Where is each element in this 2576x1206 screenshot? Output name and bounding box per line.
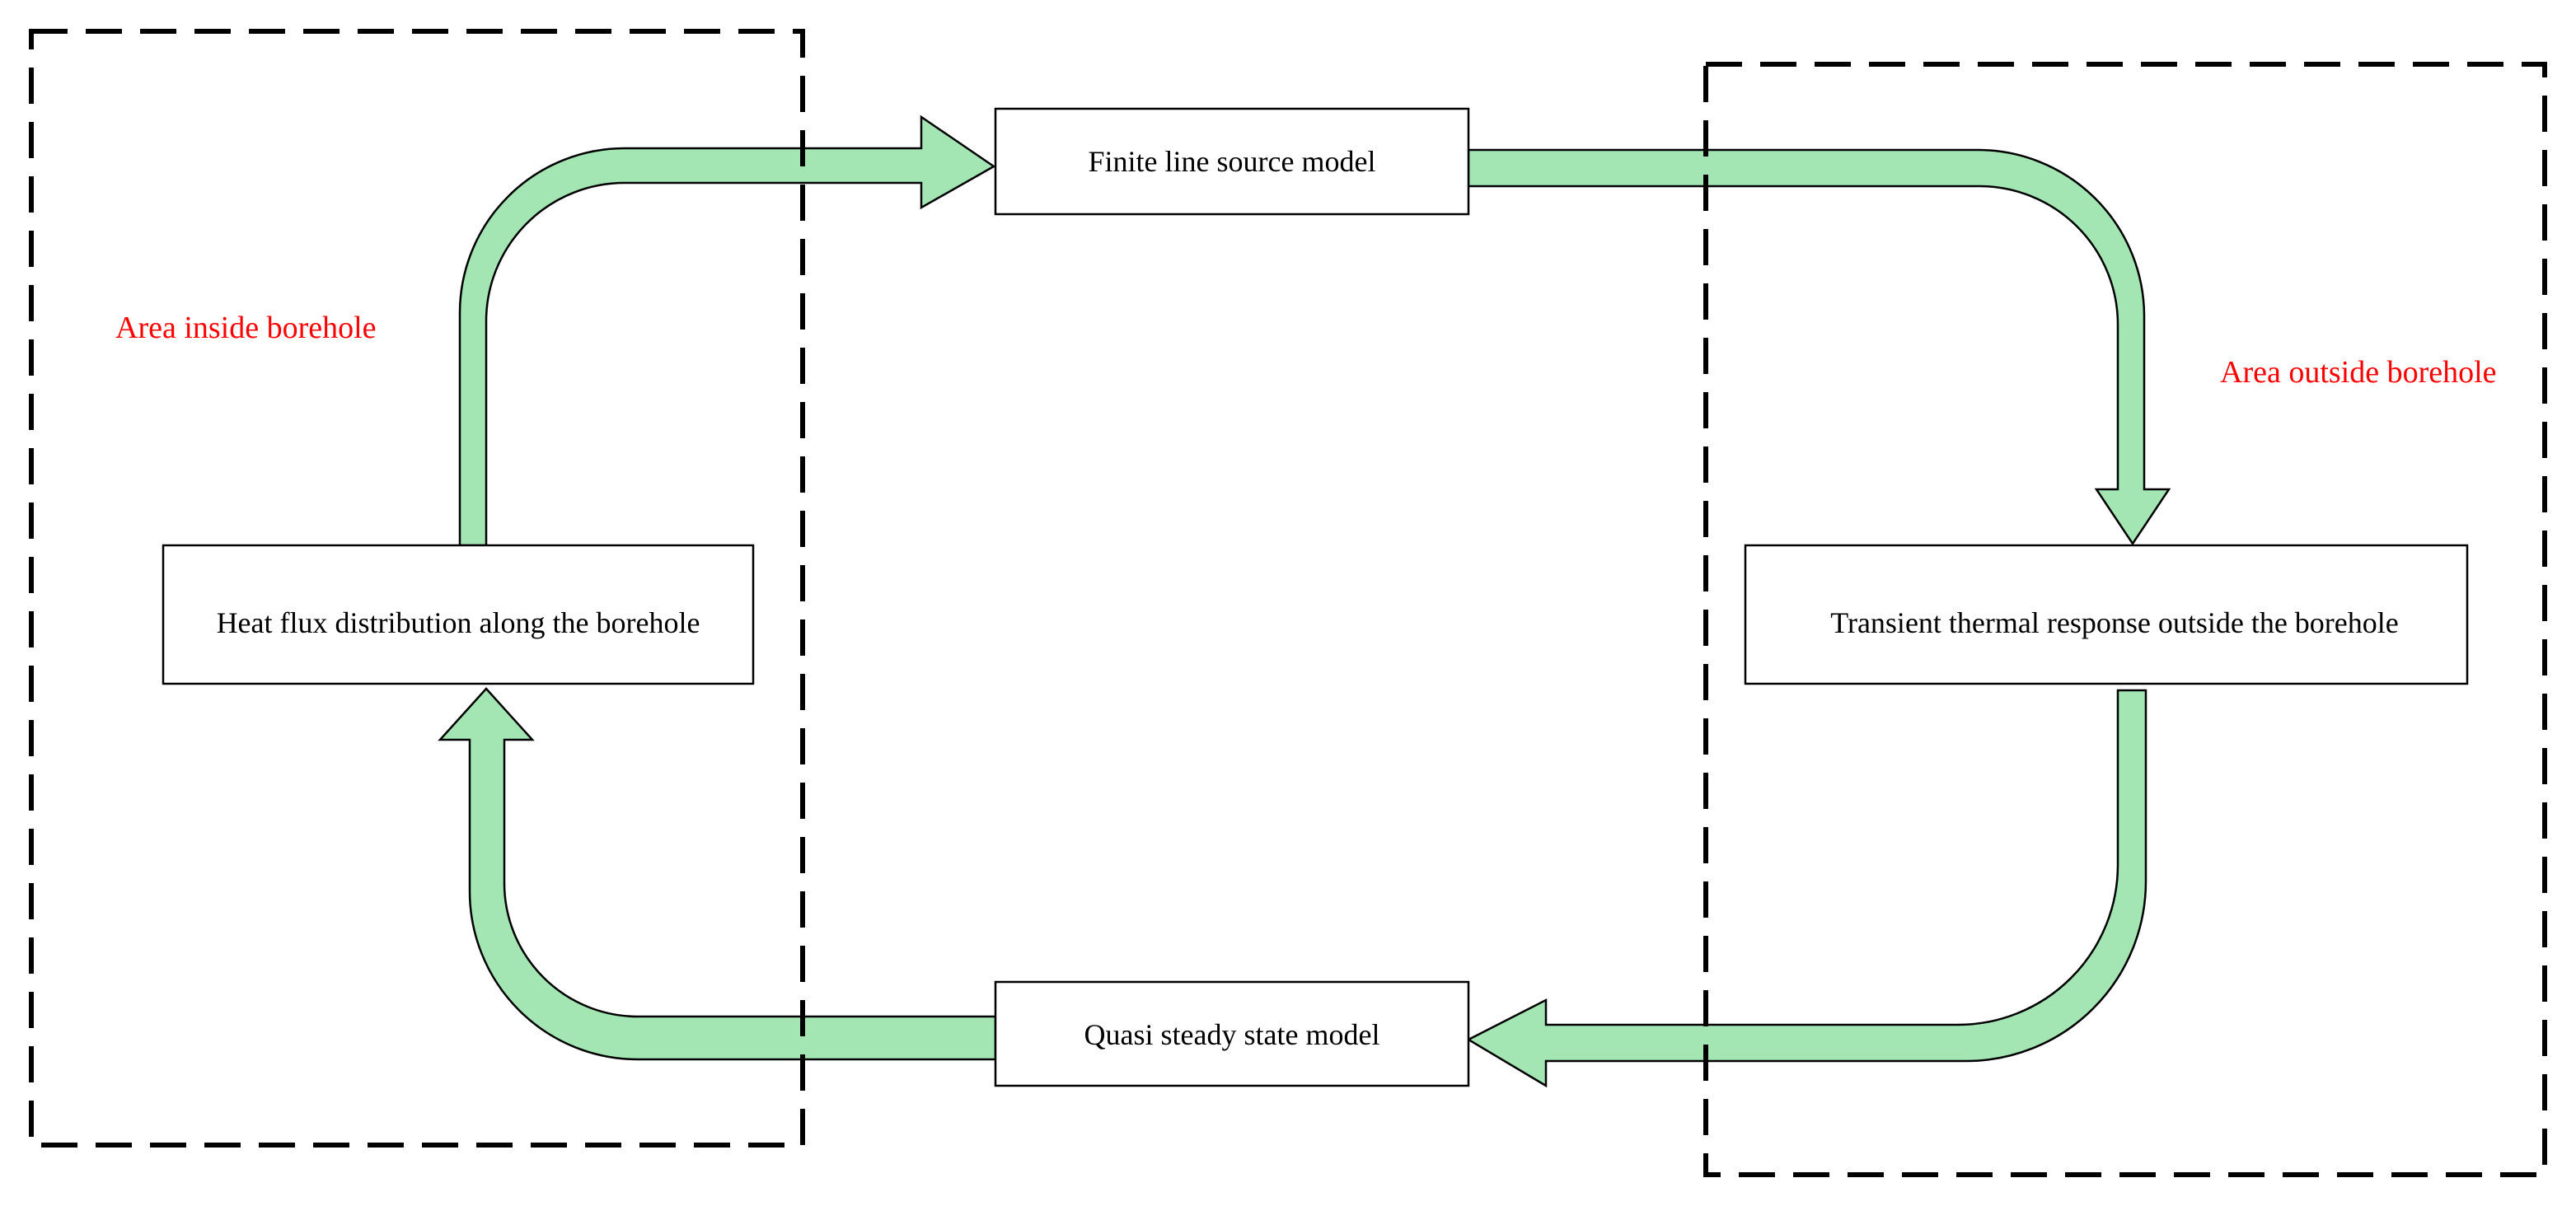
node-finite-line-label: Finite line source model (1089, 145, 1376, 178)
arrow-heatflux-to-finiteline (458, 115, 996, 547)
area-inside-label: Area inside borehole (115, 311, 377, 345)
node-transient: Transient thermal response outside the b… (1744, 544, 2469, 685)
area-outside-label: Area outside borehole (2220, 355, 2497, 390)
node-quasi-steady: Quasi steady state model (994, 980, 1470, 1087)
area-inside-border (29, 29, 805, 1148)
node-quasi-steady-label: Quasi steady state model (1084, 1018, 1380, 1051)
node-finite-line: Finite line source model (994, 107, 1470, 216)
node-transient-label: Transient thermal response outside the b… (1830, 606, 2399, 639)
arrow-transient-to-quasisteady (1466, 689, 2147, 1088)
node-heat-flux-label: Heat flux distribution along the borehol… (217, 606, 700, 639)
arrow-quasisteady-to-heatflux (438, 687, 997, 1061)
area-outside-border (1703, 62, 2547, 1177)
arrow-finiteline-to-transient (1467, 148, 2171, 546)
node-heat-flux: Heat flux distribution along the borehol… (162, 544, 755, 685)
